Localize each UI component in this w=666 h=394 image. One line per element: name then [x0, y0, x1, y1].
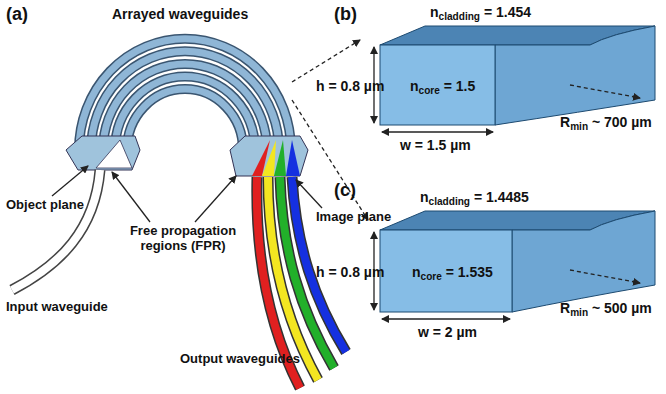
panel-letter: (c) [334, 180, 356, 201]
callout-label: w = 1.5 µm [400, 137, 471, 153]
panel-letter: (a) [6, 4, 28, 25]
callout-label: ncladding = 1.454 [430, 4, 531, 20]
callout-label: h = 0.8 µm [316, 78, 384, 94]
callout-label: Rmin ~ 700 µm [560, 114, 652, 130]
callout-label: ncladding = 1.4485 [420, 189, 529, 205]
callout-label: Image plane [316, 210, 391, 225]
callout-label: Object plane [6, 198, 84, 213]
callout-label: Rmin ~ 500 µm [560, 300, 652, 316]
callout-label: w = 2 µm [418, 324, 477, 340]
callout-label: Free propagation regions (FPR) [118, 224, 248, 254]
callout-label: ncore = 1.535 [412, 264, 493, 280]
callout-label: Output waveguides [180, 352, 300, 367]
callout-label: Input waveguide [6, 300, 108, 315]
panel-letter: (b) [334, 4, 357, 25]
callout-label: h = 0.8 µm [316, 264, 384, 280]
callout-label: Arrayed waveguides [112, 6, 248, 22]
callout-label: ncore = 1.5 [410, 78, 475, 94]
